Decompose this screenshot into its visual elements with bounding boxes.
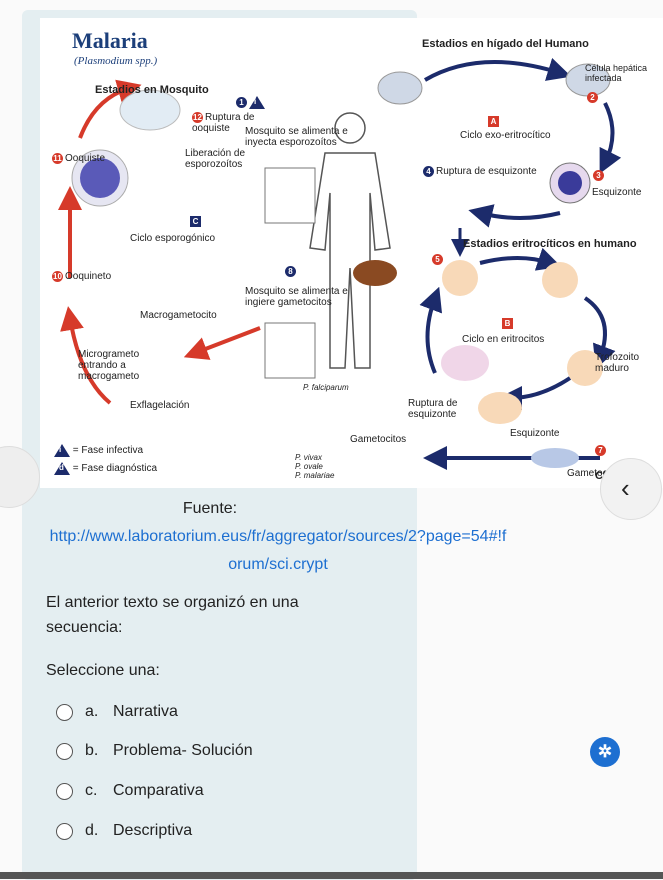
option-b[interactable]: b. Problema- Solución <box>56 740 253 762</box>
diagram-title: Malaria <box>72 28 148 53</box>
option-d[interactable]: d. Descriptiva <box>56 820 192 842</box>
label-esquizonte-blood: Esquizonte <box>510 428 560 439</box>
option-label: Problema- Solución <box>113 742 253 759</box>
radio-a[interactable] <box>56 703 73 721</box>
liver-cell-1 <box>377 71 423 105</box>
mosquito-bite-image-8 <box>264 322 316 379</box>
label-trofozoito: Trofozoito maduro <box>595 352 640 374</box>
legend-infective: i = Fase infectiva <box>54 444 143 457</box>
rbc-5 <box>442 260 478 296</box>
liver-arrow-right <box>599 102 622 174</box>
ruptured-oocyst <box>119 89 181 131</box>
marker-3: 3 <box>593 170 606 181</box>
liver-arrow-top <box>423 57 572 82</box>
label-p-vivax: P. vivax <box>295 453 322 462</box>
option-letter: d. <box>85 822 99 839</box>
label-mosquito-ingiere: Mosquito se alimenta e ingiere gametocit… <box>245 286 348 308</box>
label-gametocitos-left: Gametocitos <box>350 434 407 445</box>
bottom-bar <box>0 872 663 879</box>
marker-A: A <box>488 116 499 127</box>
liver-icon <box>353 260 397 286</box>
diagram-graphics <box>58 57 622 470</box>
blood-arrow-top <box>479 247 562 271</box>
legend-diagnostic: d = Fase diagnóstica <box>54 462 157 475</box>
option-a[interactable]: a. Narrativa <box>56 701 178 723</box>
rbc-trophozoite <box>567 350 603 386</box>
liver-arrow-bottom <box>468 204 561 228</box>
label-ruptura-esquizonte-blood: Ruptura de esquizonte <box>408 398 458 420</box>
option-label: Comparativa <box>113 782 204 799</box>
malaria-lifecycle-diagram: Malaria (Plasmodium spp.) Estadios en Mo… <box>40 18 663 488</box>
blood-arrow-right <box>583 296 616 370</box>
marker-5: 5 <box>432 254 445 265</box>
label-macrogametocito: Macrogametocito <box>140 310 217 321</box>
rbc-schizont <box>478 392 522 424</box>
label-p-malariae: P. malariae <box>295 471 335 480</box>
option-c[interactable]: c. Comparativa <box>56 780 204 802</box>
blood-arrow-bottom <box>498 376 572 410</box>
source-label: Fuente: <box>182 500 238 517</box>
source-link[interactable]: http://www.laboratorium.eus/fr/aggregato… <box>49 528 507 573</box>
option-letter: c. <box>85 782 98 799</box>
human-silhouette <box>309 112 391 369</box>
marker-2: 2 <box>587 92 600 103</box>
label-liberacion: Liberación de esporozoítos <box>185 148 246 170</box>
label-p-falciparum: P. falciparum <box>303 383 349 392</box>
mosquito-arrow-bottom <box>60 306 112 405</box>
blood-arrow-left <box>419 286 443 374</box>
radio-b[interactable] <box>56 742 73 760</box>
gametocyte-cell <box>531 448 579 468</box>
option-letter: b. <box>85 742 99 759</box>
radio-d[interactable] <box>56 822 73 840</box>
marker-8: 8 <box>285 266 298 277</box>
label-ciclo-eritrocitos: Ciclo en eritrocitos <box>462 334 545 345</box>
marker-C: C <box>190 216 201 227</box>
marker-B: B <box>502 318 513 329</box>
diagram-subtitle: (Plasmodium spp.) <box>74 55 158 67</box>
mosquito-arrow-top <box>78 79 142 139</box>
option-label: Descriptiva <box>113 822 193 839</box>
label-microgameto: Microgrameto entrando a macrogameto <box>78 349 140 382</box>
rbc-ring <box>542 262 578 298</box>
accessibility-icon[interactable]: ✲ <box>590 737 620 767</box>
label-exflagelacion: Exflagelación <box>130 400 190 411</box>
mosquito-bite-image-1 <box>264 167 316 224</box>
question-text: El anterior texto se organizó en una sec… <box>46 594 299 636</box>
next-slide-button[interactable]: ‹ <box>600 458 662 520</box>
label-mosquito-inyecta: Mosquito se alimenta e inyecta esporozoí… <box>245 126 348 148</box>
label-esquizonte-liver: Esquizonte <box>592 187 642 198</box>
radio-c[interactable] <box>56 782 73 800</box>
label-p-ovale: P. ovale <box>295 462 323 471</box>
marker-7-right: 7 <box>595 445 608 456</box>
option-label: Narrativa <box>113 703 178 720</box>
blood-stages-header: Estadios eritrocíticos en humano <box>463 238 637 250</box>
option-letter: a. <box>85 703 99 720</box>
liver-stages-header: Estadios en hígado del Humano <box>422 38 589 50</box>
label-ciclo-esporogonico: Ciclo esporogónico <box>130 233 216 244</box>
label-ciclo-exo: Ciclo exo-eritrocítico <box>460 130 551 141</box>
label-celula-hepatica: Célula hepática infectada <box>585 63 648 83</box>
chevron-left-icon: ‹ <box>621 473 630 503</box>
mosquito-stages-header: Estadios en Mosquito <box>95 84 209 96</box>
human-to-mosquito-arrow <box>183 326 261 360</box>
rbc-rupture <box>441 345 489 381</box>
select-one-label: Seleccione una: <box>46 662 160 679</box>
label-gametocitos-right: Gametocitos <box>567 468 624 479</box>
